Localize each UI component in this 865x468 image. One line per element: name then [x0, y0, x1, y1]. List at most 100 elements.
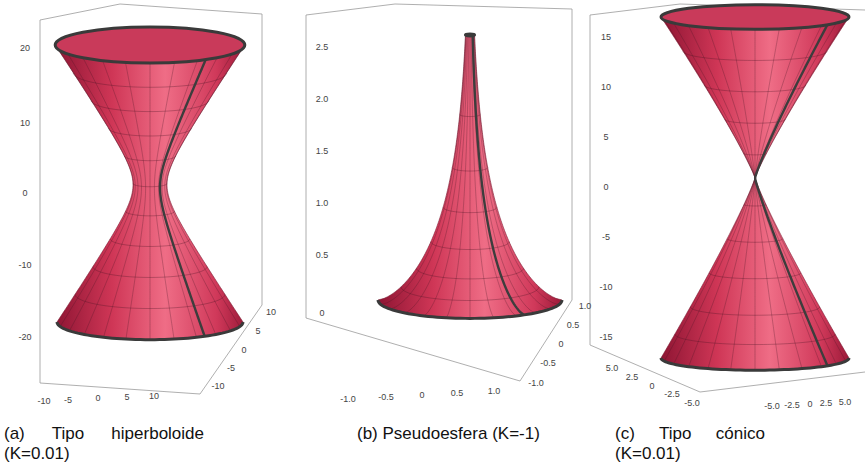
axis-tick-label: 0	[22, 189, 27, 198]
axis-tick-label: -1.0	[528, 379, 544, 388]
axis-tick-label: 0.5	[451, 389, 464, 398]
highlight-curve	[755, 25, 827, 366]
axis-tick-label: 10	[601, 83, 611, 92]
mesh-line	[58, 50, 133, 327]
axis-tick-label: -10	[599, 283, 612, 292]
mesh-line	[755, 26, 821, 367]
mesh-line	[424, 36, 468, 316]
axis-tick-label: 1.0	[579, 302, 592, 311]
highlight-curve	[473, 36, 524, 315]
axis-tick-label: 2.0	[316, 95, 329, 104]
axis-tick-label: -2.5	[784, 401, 800, 410]
mesh-line	[154, 62, 174, 339]
mesh-line	[755, 20, 846, 361]
plot-box	[40, 4, 865, 394]
mesh-line	[664, 20, 755, 361]
surface-body	[661, 5, 849, 370]
bottom-rim	[378, 300, 562, 318]
axis-tick-label: 10	[20, 119, 30, 128]
axis-tick-label: 0	[319, 309, 324, 318]
axis-tick-label: -0.5	[378, 393, 394, 402]
axis-tick-label: 5.0	[839, 398, 852, 407]
axis-tick-label: 2.5	[820, 399, 833, 408]
mesh-line	[150, 63, 151, 340]
axis-tick-label: 2.5	[626, 373, 639, 382]
axis-tick-label: 0.5	[316, 251, 329, 260]
mesh-line	[381, 35, 465, 305]
axis-tick-label: 0.5	[567, 321, 580, 330]
highlight-curve	[160, 60, 206, 337]
axis-tick-label: 0	[649, 382, 654, 391]
axis-tick-label: -1.0	[340, 395, 356, 404]
pseudosphere-surface	[378, 34, 562, 318]
mesh-line	[405, 36, 467, 313]
mesh-line	[470, 36, 471, 318]
axis-tick-label: -5	[602, 233, 610, 242]
axis-tick-label: 5	[603, 133, 608, 142]
mesh-line	[472, 36, 516, 316]
axis-tick-label: 0	[807, 400, 812, 409]
box-edge	[120, 4, 262, 14]
mesh-line	[731, 29, 755, 370]
box-edge	[590, 15, 591, 345]
axis-tick-label: 1.0	[316, 199, 329, 208]
axis-tick-label: 15	[601, 33, 611, 42]
axis-tick-label: 0	[419, 391, 424, 400]
box-edge	[306, 4, 395, 15]
axis-tick-label: -0.5	[540, 359, 556, 368]
box-edge	[572, 9, 573, 300]
box-edge	[700, 372, 865, 392]
axis-tick-label: -15	[599, 333, 612, 342]
box-edge	[306, 15, 307, 318]
mesh-line	[689, 26, 755, 367]
mesh-line	[125, 62, 145, 339]
mesh-line	[166, 50, 241, 327]
axis-tick-label: 10	[149, 392, 159, 401]
top-opening	[661, 5, 849, 29]
surface-body	[55, 27, 245, 340]
mesh-line	[755, 29, 756, 370]
bottom-rim	[57, 322, 243, 340]
mesh-line	[83, 58, 138, 335]
axis-tick-label: -10	[211, 382, 224, 391]
box-edge	[262, 14, 263, 305]
mesh-line	[674, 23, 755, 364]
mesh-line	[103, 61, 142, 338]
mesh-line	[390, 35, 466, 309]
axis-tick-label: 0	[558, 340, 563, 349]
subfigure-caption: (a) Tipo hiperboloide (K=0.01)	[4, 424, 204, 464]
axis-tick-label: 10	[266, 308, 276, 317]
box-edge	[395, 4, 572, 9]
axis-tick-label: -5.0	[684, 399, 700, 408]
axis-tick-label: 5	[124, 393, 129, 402]
axis-tick-label: -5	[227, 364, 235, 373]
mesh-line	[165, 54, 232, 331]
top-opening	[55, 27, 245, 63]
axis-tick-label: 1.0	[488, 387, 501, 396]
box-edge	[306, 318, 520, 381]
subfigure-caption: (c) Tipo cónico (K=0.01)	[615, 424, 765, 464]
mesh-line	[68, 54, 135, 331]
box-edge	[40, 20, 41, 383]
hyperboloid-surface	[55, 27, 245, 340]
axis-tick-label: 1.5	[316, 147, 329, 156]
axis-tick-label: 20	[20, 44, 30, 53]
mesh-line	[755, 23, 836, 364]
subfigure-caption: (b) Pseudoesfera (K=-1)	[357, 424, 540, 444]
mesh-line	[474, 35, 550, 309]
axis-tick-label: -10	[18, 261, 31, 270]
axis-tick-label: 0	[603, 183, 608, 192]
cone-surface	[661, 5, 849, 370]
box-edge	[40, 4, 120, 20]
axis-tick-label: 5.0	[606, 364, 619, 373]
surface-body	[378, 34, 562, 318]
axis-tick-label: 2.5	[316, 43, 329, 52]
mesh-line	[474, 35, 558, 305]
axis-tick-label: -10	[37, 397, 50, 406]
top-opening	[465, 34, 474, 36]
axis-tick-label: 0	[95, 394, 100, 403]
box-edge	[40, 383, 200, 394]
